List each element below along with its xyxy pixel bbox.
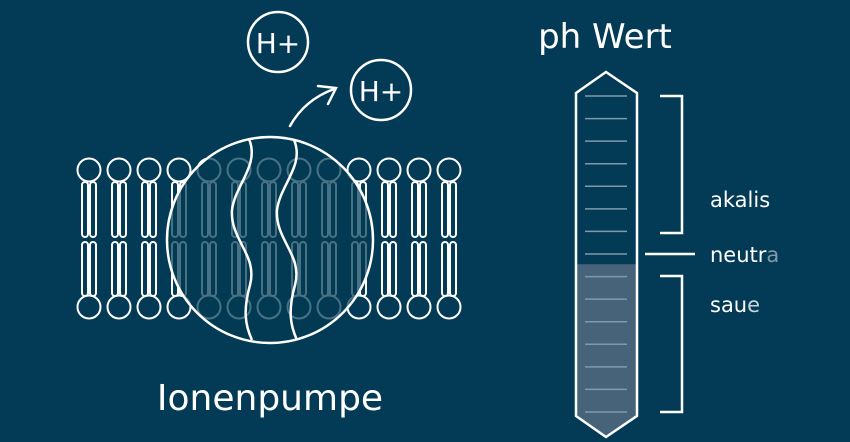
ion-label: H+ (359, 75, 404, 108)
ion-label: H+ (256, 27, 301, 60)
ph-scale (574, 70, 639, 439)
ion-pump (165, 135, 375, 345)
acid-bracket (660, 274, 684, 414)
lipid (106, 157, 132, 320)
brackets (645, 94, 695, 414)
alkaline-label: akalis (710, 188, 770, 212)
arrow-icon (288, 84, 338, 128)
acid-label: saue (710, 293, 760, 317)
pump-label: Ionenpumpe (157, 378, 383, 419)
lipid (436, 157, 462, 320)
title: ph Wert (538, 17, 672, 57)
alkaline-bracket (660, 94, 684, 235)
lipid (376, 157, 402, 320)
lipid (76, 157, 102, 320)
neutral-label: neutra (710, 243, 779, 267)
lipid (406, 157, 432, 320)
lipid (136, 157, 162, 320)
h-ion-2: H+ (349, 58, 413, 122)
h-ion-1: H+ (246, 10, 310, 74)
